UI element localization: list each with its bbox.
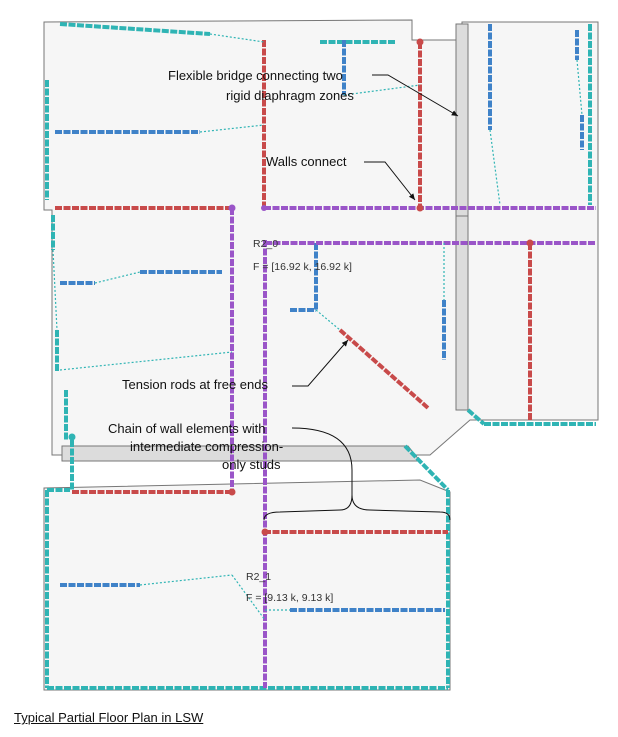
- node: [416, 204, 424, 212]
- callout-text: Flexible bridge connecting two: [168, 68, 343, 83]
- callout-leader: [292, 339, 349, 387]
- link-12: [231, 574, 266, 621]
- node: [228, 204, 236, 212]
- wall-top-left: [59, 22, 211, 36]
- flexible-links: [52, 33, 583, 621]
- wall-red-tension-rod: [338, 328, 430, 410]
- callout-bridge: Flexible bridge connecting two rigid dia…: [168, 68, 459, 117]
- link-9: [59, 351, 233, 371]
- callout-text: Chain of wall elements with: [108, 421, 266, 436]
- callout-walls-connect: Walls connect: [266, 154, 416, 201]
- node: [416, 38, 424, 46]
- node: [261, 528, 269, 536]
- callout-leader: [372, 74, 459, 117]
- wall-right-diag: [466, 408, 486, 426]
- purple-walls: [230, 206, 596, 688]
- link-10: [139, 574, 233, 586]
- callout-chain: Chain of wall elements with intermediate…: [108, 421, 451, 521]
- cyan-walls: [45, 22, 596, 690]
- callout-text: Walls connect: [266, 154, 347, 169]
- callout-leader: [263, 427, 353, 521]
- callout-text: rigid diaphragm zones: [226, 88, 354, 103]
- node: [261, 205, 267, 211]
- wall-diagonal-bridge: [403, 444, 450, 492]
- wall-nodes: [68, 38, 534, 536]
- force-readout: F = [9.13 k, 9.13 k]: [246, 592, 333, 604]
- blue-walls: [55, 24, 584, 612]
- callout-leader: [364, 161, 416, 201]
- link-7: [315, 309, 341, 331]
- floor-diaphragm-lower: [43, 479, 451, 691]
- callout-text: intermediate compression-: [130, 439, 283, 454]
- link-4: [489, 129, 501, 206]
- link-3: [343, 84, 421, 96]
- link-13: [52, 249, 58, 331]
- floor-plan-diagram: R2_0 F = [16.92 k, 16.92 k] R2_1 F = [9.…: [43, 19, 599, 691]
- link-2: [199, 124, 265, 133]
- callout-brace: [351, 494, 451, 521]
- element-label-r2-1: R2_1 F = [9.13 k, 9.13 k]: [246, 571, 333, 604]
- callout-tension-rods: Tension rods at free ends: [122, 339, 349, 392]
- red-walls: [55, 40, 532, 534]
- link-1: [209, 33, 265, 43]
- callout-text: only studs: [222, 457, 281, 472]
- vertical-bridge: [455, 23, 469, 411]
- element-tag: R2_1: [246, 571, 271, 583]
- figure-caption: Typical Partial Floor Plan in LSW: [14, 710, 204, 725]
- node: [526, 239, 534, 247]
- link-5: [576, 59, 583, 116]
- node: [228, 488, 236, 496]
- element-label-r2-0: R2_0 F = [16.92 k, 16.92 k]: [253, 238, 352, 273]
- force-readout: F = [16.92 k, 16.92 k]: [253, 261, 352, 273]
- element-tag: R2_0: [253, 238, 278, 250]
- callout-text: Tension rods at free ends: [122, 377, 268, 392]
- node: [68, 433, 76, 441]
